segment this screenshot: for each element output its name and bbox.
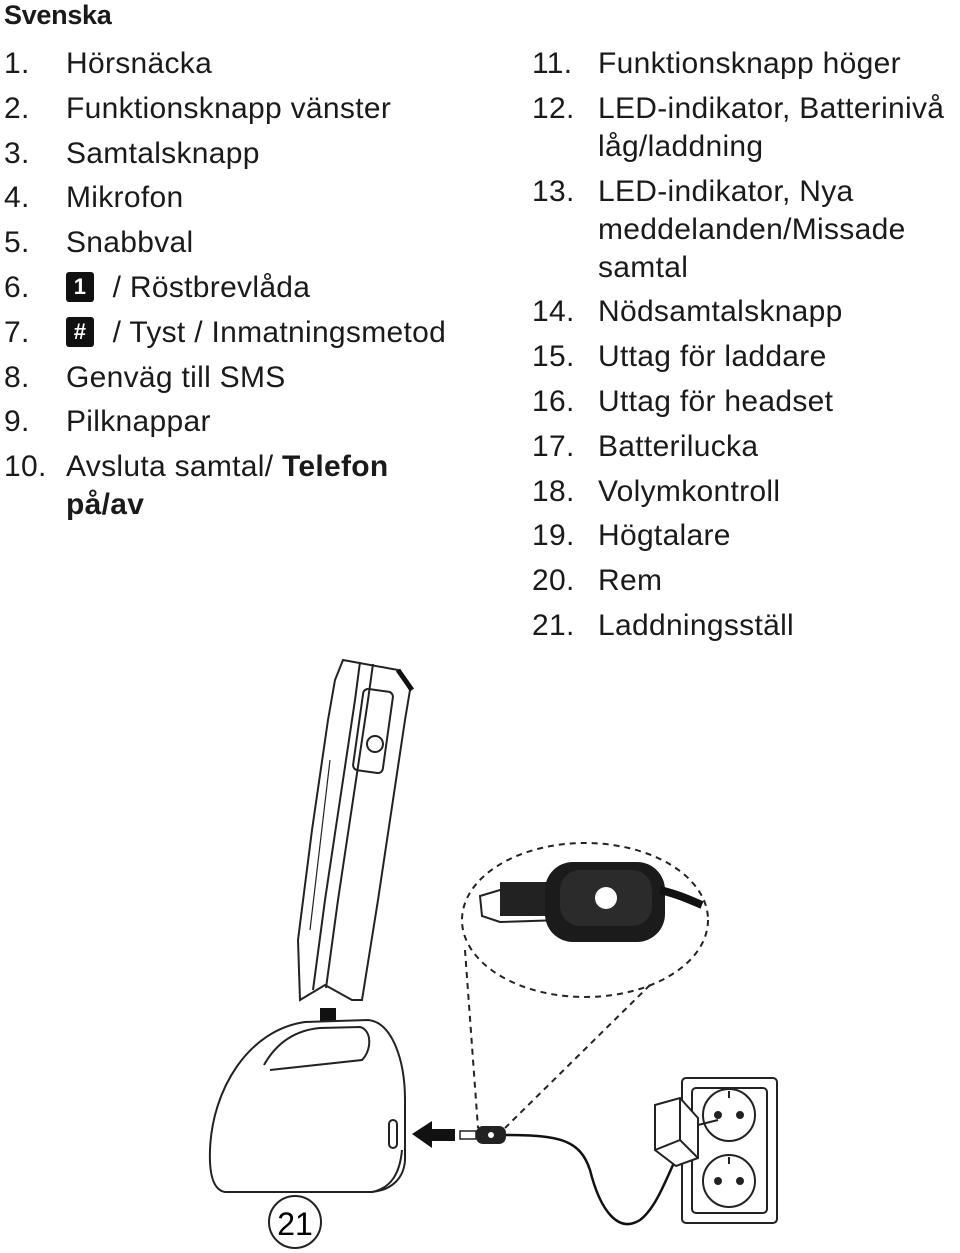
item-number: 11. <box>532 47 573 80</box>
list-item: 5. Snabbval <box>4 224 504 262</box>
charging-stand-icon <box>208 1018 406 1193</box>
list-item: 12. LED-indikator, Batterinivå låg/laddni… <box>532 90 960 166</box>
item-label: Uttag för headset <box>598 384 834 418</box>
item-number: 13. <box>532 174 575 208</box>
charging-illustration: 21 <box>208 658 778 1249</box>
charger-cable <box>505 1133 690 1226</box>
item-number: 16. <box>532 384 575 418</box>
item-label: Rem <box>598 564 663 598</box>
item-number: 1. <box>4 47 30 80</box>
item-number: 7. <box>4 315 30 349</box>
list-item: 15. Uttag för laddare <box>532 338 960 376</box>
parts-list-right: 11. Funktionsknapp höger 12. LED-indikator… <box>532 45 960 652</box>
item-label-with-key: 1 / Röstbrevlåda <box>66 269 504 307</box>
item-label: Genväg till SMS <box>66 360 286 394</box>
charger-connector-icon <box>478 862 704 942</box>
item-label: Volymkontroll <box>598 474 781 508</box>
item-label-bold: Telefon på/av <box>66 450 389 522</box>
power-plug-icon <box>654 1096 719 1168</box>
item-label: Hörsnäcka <box>66 47 213 80</box>
item-label: Batterilucka <box>598 429 759 463</box>
list-item: 3. Samtalsknapp <box>4 135 504 173</box>
item-number: 20. <box>532 564 575 598</box>
item-label: LED-indikator, Nya meddelanden/Missade s… <box>598 174 906 284</box>
list-item: 2. Funktionsknapp vänster <box>4 90 504 128</box>
item-label: Högtalare <box>598 519 731 553</box>
item-label: Funktionsknapp vänster <box>66 91 392 125</box>
key-1-icon: 1 <box>66 271 94 302</box>
item-label-with-key: # / Tyst / Inmatningsmetod <box>66 314 504 352</box>
item-number: 8. <box>4 360 30 394</box>
item-label: Samtalsknapp <box>66 136 260 170</box>
item-label-mixed: Avsluta samtal/ Telefon på/av <box>66 448 424 524</box>
item-number: 2. <box>4 91 30 125</box>
item-label: Nödsamtalsknapp <box>598 295 843 329</box>
figure-number-text: 21 <box>277 1206 313 1242</box>
list-item: 9. Pilknappar <box>4 403 504 441</box>
list-item: 8. Genväg till SMS <box>4 359 504 397</box>
cable-connector-icon <box>459 1126 506 1144</box>
list-item: 10. Avsluta samtal/ Telefon på/av <box>4 448 424 524</box>
item-label: Funktionsknapp höger <box>598 47 901 80</box>
item-label: Snabbval <box>66 226 194 260</box>
item-number: 15. <box>532 340 575 374</box>
list-item: 1. Hörsnäcka <box>4 45 504 83</box>
language-heading: Svenska <box>4 0 112 30</box>
figure-number-label: 21 <box>268 1195 322 1249</box>
item-label: Mikrofon <box>66 181 184 215</box>
item-label: Pilknappar <box>66 405 211 439</box>
item-number: 21. <box>532 608 575 642</box>
item-number: 3. <box>4 136 30 170</box>
item-label: / Röstbrevlåda <box>104 270 311 304</box>
item-number: 10. <box>4 450 47 484</box>
item-number: 6. <box>4 270 30 304</box>
item-number: 17. <box>532 429 575 463</box>
item-number: 5. <box>4 226 30 260</box>
item-number: 12. <box>532 91 575 125</box>
connector-zoom-callout <box>461 842 709 1129</box>
item-label: Avsluta samtal/ <box>66 450 283 484</box>
list-item: 16. Uttag för headset <box>532 383 960 421</box>
list-item: 18. Volymkontroll <box>532 473 960 511</box>
item-label: / Tyst / Inmatningsmetod <box>104 315 447 349</box>
list-item: 14. Nödsamtalsknapp <box>532 293 960 331</box>
list-item: 17. Batterilucka <box>532 428 960 466</box>
list-item: 13. LED-indikator, Nya meddelanden/Missad… <box>532 173 960 287</box>
left-arrow-icon <box>412 1121 455 1148</box>
list-item: 21. Laddningsställ <box>532 607 960 645</box>
item-label: Uttag för laddare <box>598 340 827 374</box>
item-number: 19. <box>532 519 575 553</box>
item-label: Laddningsställ <box>598 608 795 642</box>
item-label: LED-indikator, Batterinivå låg/laddning <box>598 91 945 163</box>
item-number: 4. <box>4 181 30 215</box>
list-item: 7. # / Tyst / Inmatningsmetod <box>4 314 504 352</box>
parts-list-left: 1. Hörsnäcka 2. Funktionsknapp vänster 3. S… <box>4 45 504 531</box>
item-number: 14. <box>532 295 575 329</box>
list-item: 19. Högtalare <box>532 517 960 555</box>
key-hash-icon: # <box>66 316 94 347</box>
item-number: 18. <box>532 474 575 508</box>
list-item: 6. 1 / Röstbrevlåda <box>4 269 504 307</box>
mobile-phone-icon <box>296 658 415 1002</box>
list-item: 20. Rem <box>532 562 960 600</box>
item-number: 9. <box>4 405 30 439</box>
wall-outlet-icon <box>681 1077 778 1224</box>
list-item: 4. Mikrofon <box>4 179 504 217</box>
list-item: 11. Funktionsknapp höger <box>532 45 960 83</box>
